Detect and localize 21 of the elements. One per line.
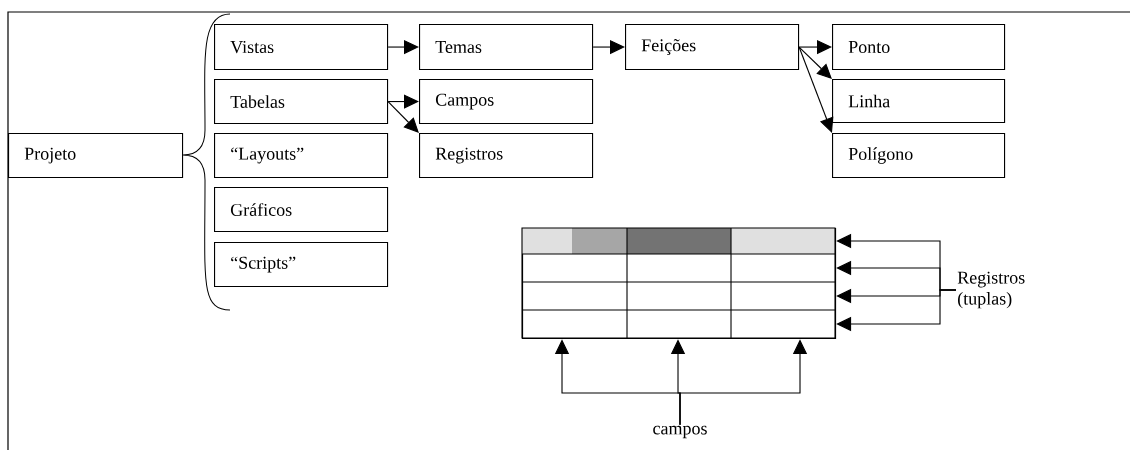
arrow <box>387 101 419 133</box>
text-box: Registros <box>419 133 594 179</box>
arrow <box>798 46 832 79</box>
text-label: Registros (tuplas) <box>957 271 1025 309</box>
text-box: “Layouts” <box>214 133 389 179</box>
arrow <box>836 289 957 332</box>
text-box: Campos <box>419 79 594 125</box>
table-drawing <box>521 227 837 340</box>
text-box: Ponto <box>832 24 1006 71</box>
text-box: Tabelas <box>214 79 389 125</box>
text-box: Projeto <box>8 133 184 179</box>
text-box: Vistas <box>214 24 389 71</box>
text-box: Polígono <box>832 133 1006 179</box>
text-box: Gráficos <box>214 187 389 233</box>
text-box: Feições <box>625 24 800 71</box>
text-label: campos <box>653 425 707 439</box>
arrow <box>798 46 834 133</box>
text-box: Temas <box>419 24 594 71</box>
text-box: Linha <box>832 79 1006 124</box>
arrow <box>387 94 419 109</box>
text-box: “Scripts” <box>214 242 389 288</box>
